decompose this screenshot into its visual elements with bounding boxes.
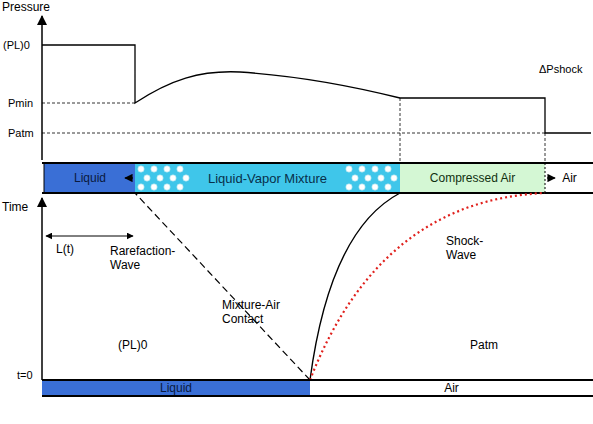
wave-label: Shock- Wave bbox=[446, 234, 498, 262]
time-origin: t=0 bbox=[17, 368, 33, 382]
vapor-bubble bbox=[391, 175, 397, 181]
mixture-fill bbox=[135, 163, 400, 193]
compressed-air-region: Compressed Air bbox=[400, 164, 545, 192]
vapor-bubble bbox=[365, 175, 371, 181]
vapor-bubble bbox=[359, 184, 365, 190]
vapor-bubble bbox=[352, 175, 358, 181]
state-label: (PL)0 bbox=[118, 338, 147, 352]
liquid-initial: Liquid bbox=[42, 381, 310, 395]
vapor-bubble bbox=[359, 166, 365, 172]
axis-title: Time bbox=[2, 200, 28, 214]
vapor-bubble bbox=[372, 184, 378, 190]
pressure-level: (PL)0 bbox=[3, 38, 30, 52]
vapor-bubbles bbox=[138, 166, 397, 190]
region-label: Liquid bbox=[74, 171, 106, 185]
liquid-fill bbox=[44, 163, 135, 193]
interface-arrow bbox=[125, 177, 133, 178]
band-border bbox=[42, 379, 593, 381]
compressed-air-fill bbox=[400, 163, 545, 193]
axis-title: Pressure bbox=[2, 0, 50, 14]
air-initial: Air bbox=[310, 381, 593, 395]
pressure-level: Pmin bbox=[8, 96, 33, 110]
region-label: Air bbox=[444, 381, 459, 395]
contact-curve bbox=[310, 193, 400, 380]
vapor-bubble bbox=[346, 184, 352, 190]
vapor-bubble bbox=[164, 184, 170, 190]
mixture-region: Liquid-Vapor Mixture bbox=[135, 164, 400, 192]
vapor-bubble bbox=[183, 175, 189, 181]
shock-wave-curve bbox=[310, 193, 545, 380]
length-label: L(t) bbox=[56, 242, 74, 256]
vapor-bubble bbox=[372, 166, 378, 172]
vapor-bubble bbox=[177, 166, 183, 172]
vapor-bubble bbox=[385, 184, 391, 190]
vapor-bubble bbox=[138, 166, 144, 172]
shock-front bbox=[545, 163, 546, 193]
patm-line bbox=[42, 133, 545, 134]
vapor-bubble bbox=[164, 166, 170, 172]
shock-guide bbox=[545, 133, 546, 163]
liquid-fill bbox=[42, 380, 310, 396]
band-border bbox=[42, 395, 593, 397]
vapor-bubble bbox=[151, 166, 157, 172]
vapor-bubble bbox=[138, 184, 144, 190]
band-border bbox=[44, 163, 45, 193]
vapor-bubble bbox=[144, 175, 150, 181]
shock-arrow bbox=[547, 177, 555, 178]
vapor-bubble bbox=[157, 175, 163, 181]
vapor-bubble bbox=[151, 184, 157, 190]
pressure-curve bbox=[42, 45, 591, 133]
pressure-level: Patm bbox=[8, 126, 34, 140]
shock-jump: ΔPshock bbox=[539, 62, 582, 76]
vapor-bubble bbox=[346, 166, 352, 172]
air-region: Air bbox=[546, 164, 593, 192]
liquid-region: Liquid bbox=[46, 164, 134, 192]
band-border bbox=[42, 162, 593, 164]
state-label: Patm bbox=[470, 338, 498, 352]
vapor-bubble bbox=[170, 175, 176, 181]
pressure-axis bbox=[41, 16, 43, 160]
vapor-bubble bbox=[378, 175, 384, 181]
region-label: Air bbox=[562, 171, 577, 185]
vapor-bubble bbox=[177, 184, 183, 190]
length-arrow bbox=[46, 236, 133, 237]
wave-label: Mixture-Air Contact bbox=[222, 298, 314, 326]
wave-label: Rarefaction- Wave bbox=[110, 244, 182, 272]
rarefaction-wave bbox=[135, 193, 310, 380]
time-axis bbox=[41, 198, 43, 380]
region-label: Liquid-Vapor Mixture bbox=[208, 171, 327, 186]
region-label: Liquid bbox=[160, 381, 192, 395]
band-border bbox=[42, 192, 593, 194]
pmin-line bbox=[42, 103, 135, 104]
region-label: Compressed Air bbox=[430, 171, 515, 185]
vapor-bubble bbox=[385, 166, 391, 172]
contact-guide bbox=[400, 98, 401, 163]
